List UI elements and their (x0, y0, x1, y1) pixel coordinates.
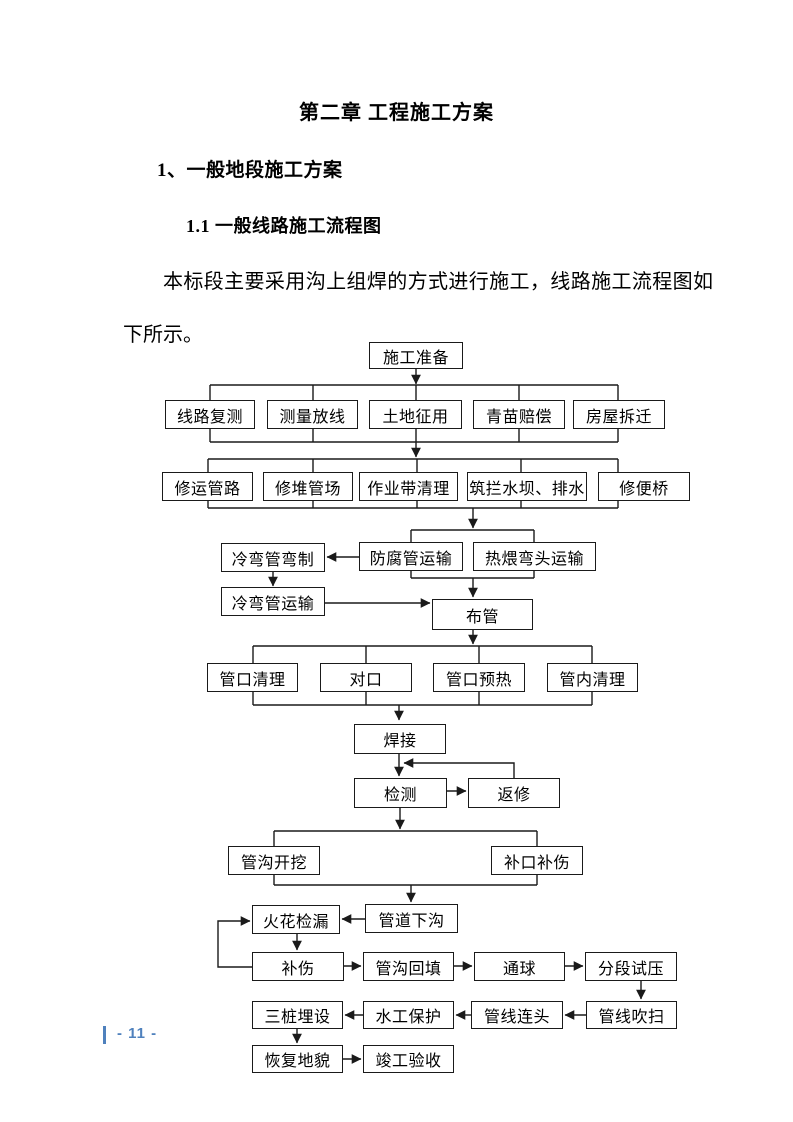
flow-node-r1e: 房屋拆迁 (573, 400, 665, 429)
flow-node-gght: 管沟回填 (363, 952, 454, 981)
flow-node-hfdm: 恢复地貌 (252, 1045, 343, 1073)
flow-node-gxlt: 管线连头 (471, 1001, 563, 1029)
flow-node-r1b: 测量放线 (267, 400, 358, 429)
flow-node-r1d: 青苗赔偿 (473, 400, 565, 429)
subsection-heading: 1.1 一般线路施工流程图 (186, 216, 382, 236)
page-number-bar (103, 1026, 106, 1044)
flow-node-r3d: 管内清理 (547, 663, 638, 692)
flow-node-rwt: 热煨弯头运输 (473, 542, 596, 571)
flow-node-jgys: 竣工验收 (363, 1045, 454, 1073)
flow-node-bkbs: 补口补伤 (491, 846, 583, 875)
flow-node-bs: 补伤 (252, 952, 344, 981)
flow-node-fdsy: 分段试压 (585, 952, 677, 981)
flow-node-hhjl: 火花检漏 (252, 905, 340, 934)
flow-node-r2d: 筑拦水坝、排水 (467, 472, 587, 501)
flow-node-prep: 施工准备 (369, 342, 463, 369)
page-number: - 11 - (117, 1025, 158, 1042)
flow-node-r3b: 对口 (320, 663, 412, 692)
flow-node-r1a: 线路复测 (165, 400, 255, 429)
flow-node-fx: 返修 (468, 778, 560, 808)
flow-node-ggkw: 管沟开挖 (228, 846, 320, 875)
flow-node-lwb: 冷弯管弯制 (221, 543, 325, 572)
flow-node-r3a: 管口清理 (207, 663, 298, 692)
section-heading: 1、一般地段施工方案 (157, 160, 343, 181)
flow-node-fft: 防腐管运输 (359, 542, 463, 571)
body-paragraph: 本标段主要采用沟上组焊的方式进行施工，线路施工流程图如下所示。 (123, 271, 713, 346)
flow-node-bg: 布管 (432, 599, 533, 630)
flow-node-sgbh: 水工保护 (363, 1001, 454, 1029)
flow-node-r3c: 管口预热 (433, 663, 525, 692)
flow-node-r2b: 修堆管场 (263, 472, 353, 501)
flow-node-lwt: 冷弯管运输 (221, 587, 325, 616)
doc-title: 第二章 工程施工方案 (299, 102, 494, 124)
flow-node-r2a: 修运管路 (162, 472, 253, 501)
flow-node-gdxg: 管道下沟 (365, 904, 458, 933)
flow-node-r2c: 作业带清理 (359, 472, 458, 501)
flow-node-hj: 焊接 (354, 724, 446, 754)
flow-node-szms: 三桩埋设 (252, 1001, 343, 1029)
flow-node-jc: 检测 (354, 778, 447, 808)
flow-node-r2e: 修便桥 (598, 472, 690, 501)
flow-node-r1c: 土地征用 (369, 400, 462, 429)
flow-node-tq: 通球 (474, 952, 565, 981)
flow-node-gxcs: 管线吹扫 (586, 1001, 677, 1029)
